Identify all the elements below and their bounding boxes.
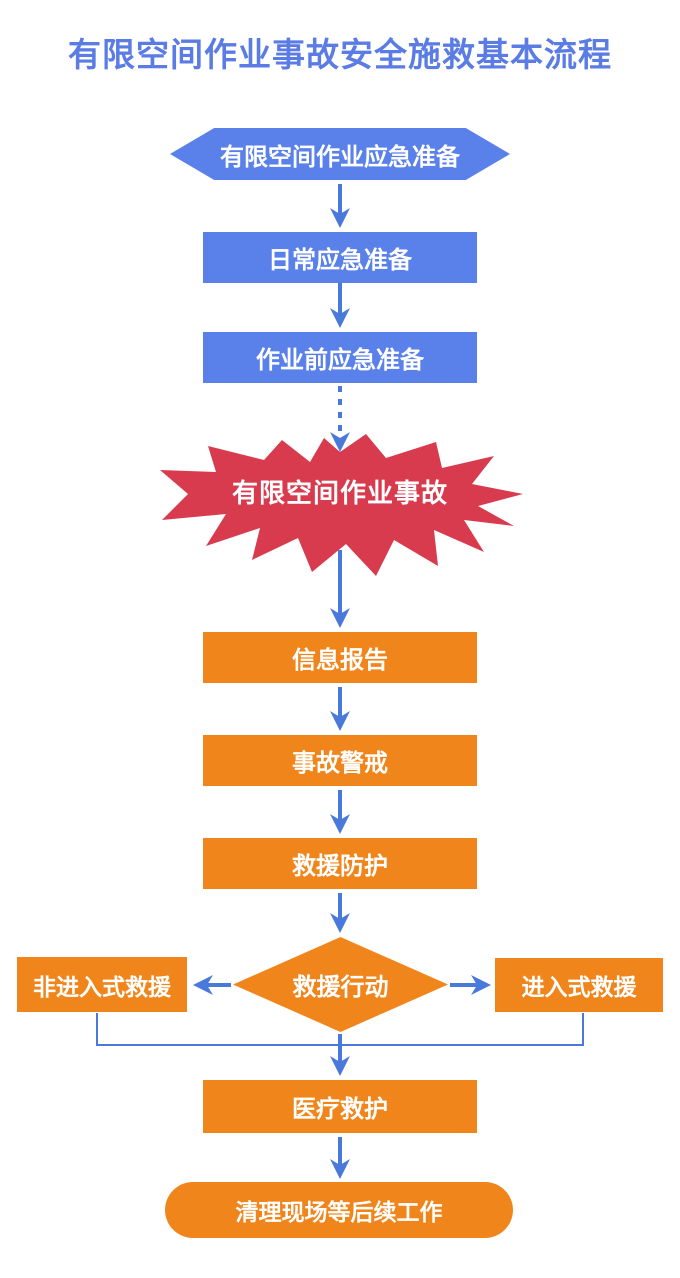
node-rescue-action-decision: 救援行动 bbox=[233, 937, 448, 1032]
node-pre-work-prep-label: 作业前应急准备 bbox=[256, 347, 424, 374]
node-rescue-protection-label: 救援防护 bbox=[292, 853, 388, 880]
node-accident-alert-label: 事故警戒 bbox=[292, 750, 388, 777]
node-pre-work-prep: 作业前应急准备 bbox=[203, 332, 477, 383]
node-entry-rescue-label: 进入式救援 bbox=[521, 974, 637, 1000]
node-accident-burst-label: 有限空间作业事故 bbox=[231, 477, 448, 508]
node-info-report-label: 信息报告 bbox=[292, 647, 388, 674]
node-non-entry-rescue-label: 非进入式救援 bbox=[33, 973, 171, 1000]
node-non-entry-rescue: 非进入式救援 bbox=[17, 957, 187, 1012]
node-entry-rescue: 进入式救援 bbox=[495, 958, 663, 1012]
node-daily-prep-label: 日常应急准备 bbox=[268, 247, 412, 274]
node-cleanup: 清理现场等后续工作 bbox=[165, 1182, 513, 1238]
node-start-hexagon: 有限空间作业应急准备 bbox=[170, 128, 510, 180]
node-medical-aid-label: 医疗救护 bbox=[292, 1096, 388, 1123]
node-rescue-protection: 救援防护 bbox=[203, 838, 477, 889]
node-medical-aid: 医疗救护 bbox=[203, 1080, 477, 1133]
node-accident-burst: 有限空间作业事故 bbox=[152, 432, 528, 578]
node-start-hexagon-label: 有限空间作业应急准备 bbox=[220, 143, 460, 171]
page-title: 有限空间作业事故安全施救基本流程 bbox=[68, 36, 612, 73]
starburst-shape bbox=[160, 434, 523, 576]
node-daily-prep: 日常应急准备 bbox=[203, 232, 477, 283]
node-rescue-action-decision-label: 救援行动 bbox=[292, 974, 389, 1001]
node-info-report: 信息报告 bbox=[203, 632, 477, 683]
node-cleanup-label: 清理现场等后续工作 bbox=[235, 1199, 443, 1225]
node-accident-alert: 事故警戒 bbox=[203, 735, 477, 786]
